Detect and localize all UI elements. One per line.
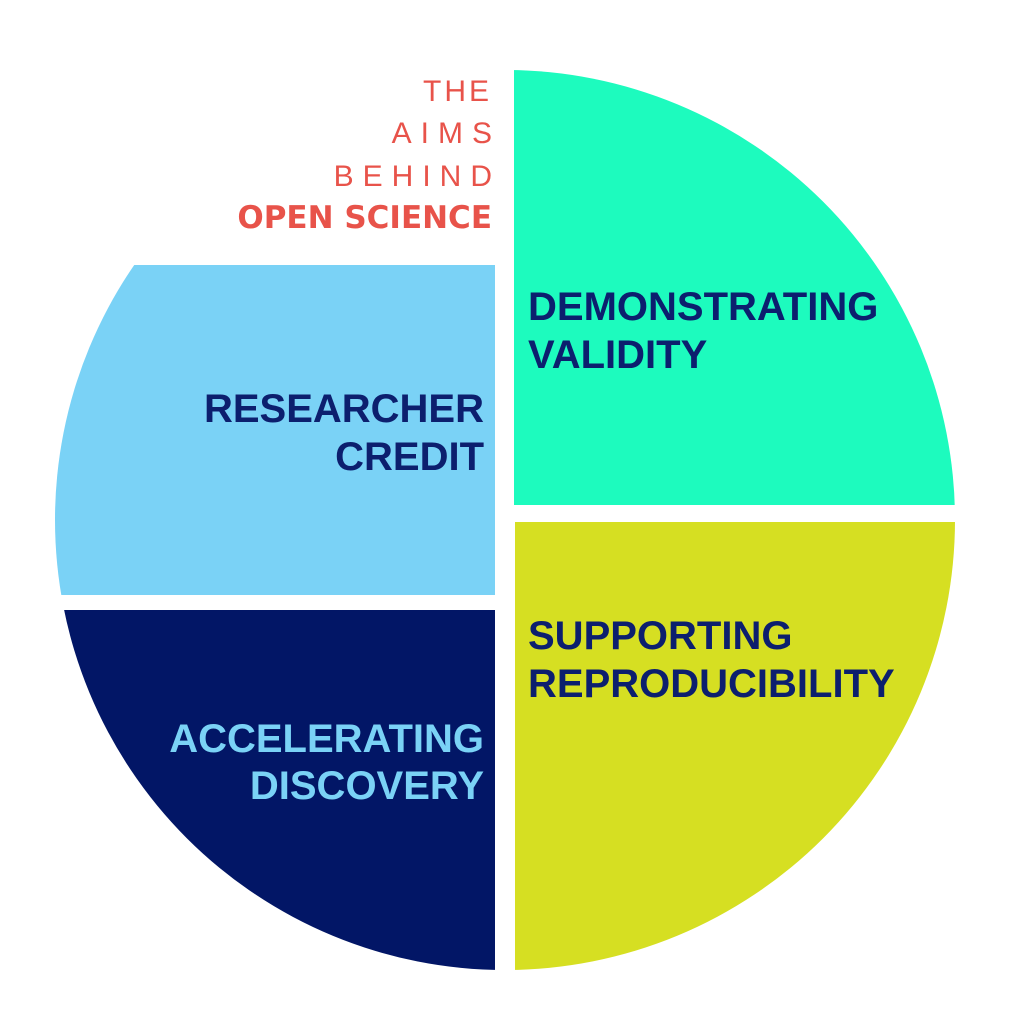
label-accelerating-discovery: ACCELERATING DISCOVERY: [169, 717, 484, 808]
label-line: SUPPORTING: [528, 614, 792, 658]
label-line: REPRODUCIBILITY: [528, 662, 895, 706]
label-line: DISCOVERY: [250, 764, 484, 808]
label-line: CREDIT: [335, 435, 484, 479]
title-line-aims: AIMS: [392, 117, 501, 150]
segment-supporting-reproducibility: [515, 522, 955, 970]
title-line-open-science: OPEN SCIENCE: [237, 200, 492, 236]
label-line: ACCELERATING: [169, 717, 484, 761]
label-line: DEMONSTRATING: [528, 285, 878, 329]
segment-researcher-credit: [55, 265, 495, 595]
label-line: RESEARCHER: [204, 387, 484, 431]
label-demonstrating-validity: DEMONSTRATING VALIDITY: [528, 285, 878, 377]
diagram-title: THE AIMS BEHIND OPEN SCIENCE: [237, 75, 501, 236]
title-line-the: THE: [423, 75, 492, 108]
segment-shapes: [55, 70, 955, 970]
title-line-behind: BEHIND: [334, 160, 501, 193]
segment-demonstrating-validity: [514, 70, 955, 505]
label-supporting-reproducibility: SUPPORTING REPRODUCIBILITY: [528, 614, 895, 706]
label-researcher-credit: RESEARCHER CREDIT: [204, 387, 484, 479]
label-line: VALIDITY: [528, 333, 708, 377]
